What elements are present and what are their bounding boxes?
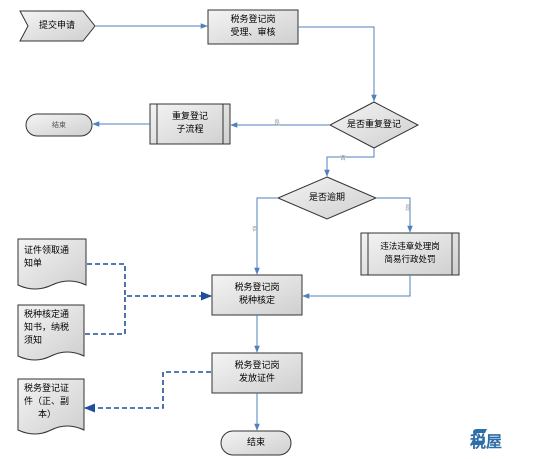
cert-notice-doc: 证件领取通 知单 (24, 245, 69, 271)
tax-cert-line1: 税务登记证 (24, 384, 70, 394)
brand-name: 税屋 (470, 432, 503, 451)
edge-overdue-yes (376, 197, 413, 233)
tax-notice-line1: 税种核定通 (24, 310, 70, 320)
edge-penalty-tax-type (302, 275, 411, 299)
cert-notice-doc-shape (17, 238, 87, 290)
edge-label-dup-yes: 是 (274, 120, 281, 127)
cert-notice-line2: 知单 (24, 259, 43, 269)
end-top-shape (25, 113, 93, 137)
tax-notice-line2: 知书，纳税 (24, 323, 70, 333)
tax-notice-doc: 税种核定通 知书，纳税 须知 (24, 309, 69, 348)
edge-issue-cert-doc (83, 371, 211, 413)
edge-overdue-no (254, 197, 278, 275)
tax-notice-line3: 须知 (24, 336, 43, 346)
edge-label-dup-no: 否 (340, 155, 347, 162)
tax-cert-line3: 本） (38, 410, 57, 420)
duplicate-check-shape (328, 101, 420, 149)
brand-logo: 税屋 (470, 428, 502, 452)
edge-accept-duplicate (298, 26, 377, 102)
edge-label-overdue-yes: 是 (405, 205, 412, 212)
issue-cert-node-shape (211, 352, 303, 394)
edge-label-overdue-no: 否 (252, 226, 259, 233)
brand-logo-icon (472, 429, 487, 445)
edge-cert-notice (87, 263, 213, 301)
tax-type-node-shape (211, 274, 303, 316)
overdue-check-shape (276, 176, 378, 220)
edge-duplicate-no (324, 148, 375, 177)
end-bottom-shape (220, 430, 292, 456)
submit-node-shape (19, 10, 96, 42)
tax-cert-doc-shape (17, 378, 85, 435)
tax-cert-doc: 税务登记证 件（正、副 本） (24, 383, 69, 422)
accept-node-shape (207, 9, 299, 45)
cert-notice-line1: 证件领取通 (24, 246, 70, 256)
duplicate-process-shape (149, 103, 231, 145)
tax-cert-line2: 件（正、副 (24, 397, 70, 407)
edge-tax-notice (85, 296, 126, 335)
penalty-node-shape (360, 232, 460, 276)
tax-notice-doc-shape (17, 304, 85, 361)
